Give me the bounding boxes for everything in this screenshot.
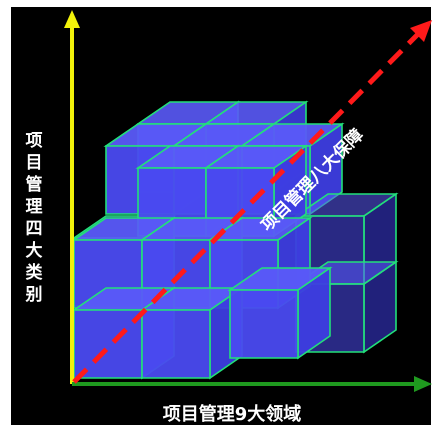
diagonal-axis-arrowhead [410,20,432,42]
cube-front-face [141,309,211,379]
diagonal-axis [72,20,432,384]
y-axis-arrowhead [64,10,80,28]
y-axis-label-char: 目 [26,153,43,173]
y-axis-label-char: 管 [26,174,43,195]
y-axis-label-char: 四 [26,219,43,239]
y-axis-label-char: 理 [26,197,43,217]
y-axis-label-char: 别 [25,285,43,305]
y-axis-label-char: 项 [26,131,43,151]
x-axis [72,376,432,392]
x-axis-arrowhead [414,376,432,392]
y-axis-label-char: 大 [26,240,43,261]
x-axis-label: 项目管理9大领域 [163,403,302,425]
cube-front-face [229,289,299,359]
y-axis [64,10,80,384]
y-axis-label-char: 类 [26,262,44,283]
cube-stack [71,100,399,380]
